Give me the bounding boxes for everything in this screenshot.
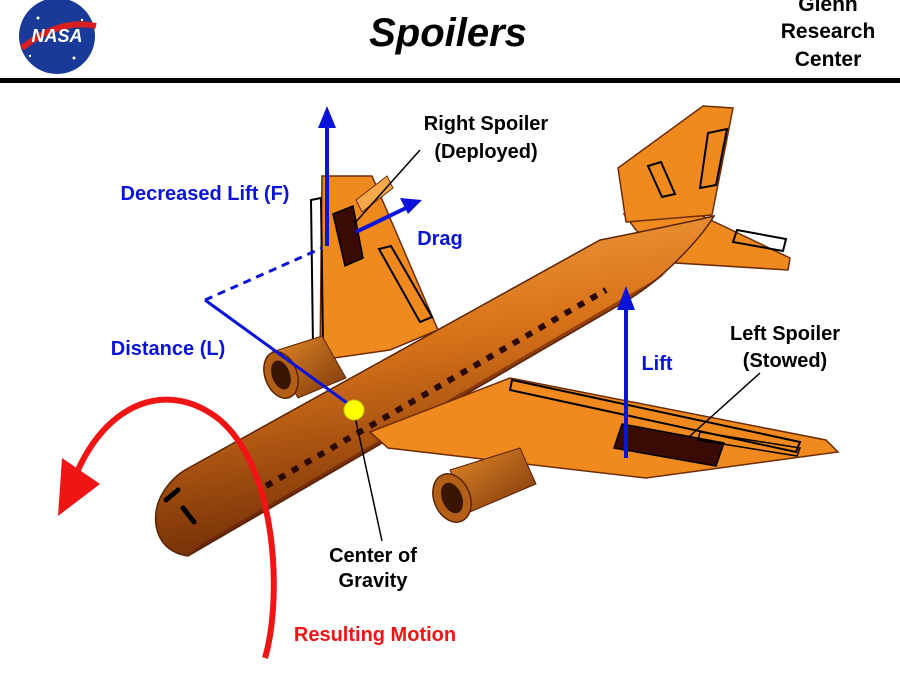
lift-arrow-head xyxy=(617,286,635,310)
cg-label-line1: Center of xyxy=(329,545,417,567)
lift-line-extension xyxy=(204,246,323,302)
center-name: Glenn Research Center xyxy=(781,0,876,71)
left-flap-outline xyxy=(508,378,802,454)
center-name-line1: Glenn xyxy=(798,0,858,16)
left-spoiler-label-line1: Left Spoiler xyxy=(730,323,840,345)
cockpit-windows xyxy=(163,487,197,525)
right-spoiler-leader xyxy=(353,149,421,225)
cg-label-line2: Gravity xyxy=(339,570,409,592)
resulting-motion-arrow xyxy=(75,396,277,659)
right-wing-tip xyxy=(355,175,394,213)
drag-arrow-shaft xyxy=(355,205,409,234)
left-spoiler-label-line2: (Stowed) xyxy=(743,350,827,372)
decreased-lift-arrow-head xyxy=(318,106,336,128)
lift-label: Lift xyxy=(641,353,672,375)
left-engine xyxy=(432,447,537,523)
cg-leader xyxy=(353,411,383,542)
center-of-gravity-marker xyxy=(343,399,365,421)
nasa-logo-text: NASA xyxy=(31,26,82,46)
center-name-line2: Research xyxy=(781,20,876,43)
center-name-line3: Center xyxy=(795,48,862,71)
drag-arrow-head xyxy=(400,198,422,214)
right-aileron-outline xyxy=(377,244,434,324)
airplane xyxy=(154,105,840,557)
nasa-logo: NASA xyxy=(19,0,97,74)
right-wing xyxy=(319,175,439,361)
resulting-motion-arrow-head xyxy=(58,458,100,516)
left-spoiler-leader xyxy=(689,372,761,437)
header-rule xyxy=(0,78,900,83)
left-spoiler-stowed xyxy=(613,423,725,467)
distance-line xyxy=(204,298,355,410)
right-engine xyxy=(263,335,347,399)
nasa-logo-swoosh xyxy=(20,21,97,51)
right-spoiler-label-line1: Right Spoiler xyxy=(424,113,549,135)
elevator-outline xyxy=(731,228,788,253)
distance-label: Distance (L) xyxy=(111,338,225,360)
left-aileron-outline xyxy=(697,431,802,457)
right-spoiler-label-line2: (Deployed) xyxy=(434,141,537,163)
rudder-outline xyxy=(698,127,729,190)
tail-panel-outline xyxy=(646,160,677,199)
drag-label: Drag xyxy=(417,228,463,250)
right-spoiler-deployed xyxy=(332,204,364,268)
vertical-tail xyxy=(617,105,734,223)
decreased-lift-label: Decreased Lift (F) xyxy=(121,183,290,205)
cabin-windows xyxy=(264,287,608,489)
resulting-motion-label: Resulting Motion xyxy=(294,624,456,646)
page-title: Spoilers xyxy=(369,11,527,55)
